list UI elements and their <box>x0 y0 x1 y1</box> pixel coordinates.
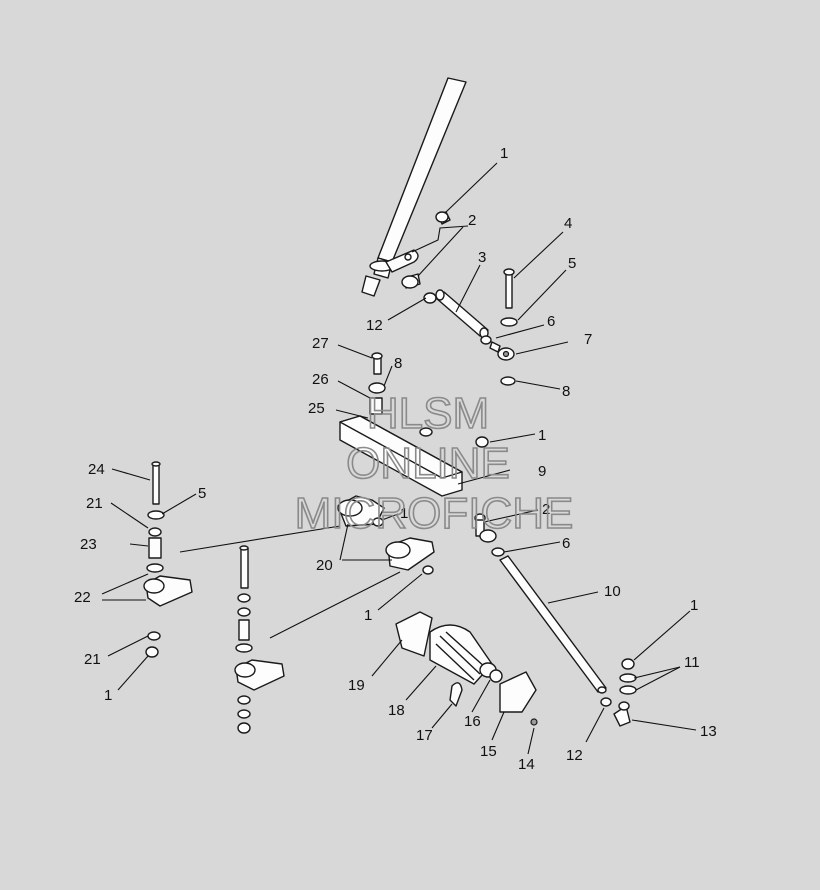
axle-bracket <box>339 352 489 497</box>
callout-1: 1 <box>500 145 508 162</box>
callout-5: 5 <box>198 485 206 502</box>
callout-11: 11 <box>684 654 700 671</box>
callout-7: 7 <box>584 331 592 348</box>
callout-5: 5 <box>568 255 576 272</box>
callout-12: 12 <box>366 317 383 334</box>
callout-26: 26 <box>312 371 329 388</box>
callout-23: 23 <box>80 536 97 553</box>
callout-1: 1 <box>400 505 408 522</box>
callout-27: 27 <box>312 335 329 352</box>
callout-21: 21 <box>84 651 101 668</box>
callout-19: 19 <box>348 677 365 694</box>
callout-1: 1 <box>104 687 112 704</box>
callout-18: 18 <box>388 702 405 719</box>
callout-24: 24 <box>88 461 105 478</box>
callout-20: 20 <box>316 557 333 574</box>
watermark-line-2: ONLINE <box>346 439 510 488</box>
boot-assembly <box>395 611 538 726</box>
callout-6: 6 <box>547 313 555 330</box>
callout-1: 1 <box>538 427 546 444</box>
callout-16: 16 <box>464 713 481 730</box>
tie-rod <box>474 513 637 727</box>
watermark: HLSM ONLINE MICROFICHE <box>294 388 574 539</box>
upper-linkage <box>401 211 518 386</box>
callouts: 1 2 3 4 5 12 6 7 27 8 26 8 25 1 9 24 5 2… <box>74 145 717 773</box>
callout-25: 25 <box>308 400 325 417</box>
watermark-line-3: MICROFICHE <box>295 489 574 538</box>
callout-21: 21 <box>86 495 103 512</box>
callout-14: 14 <box>518 756 535 773</box>
callout-9: 9 <box>538 463 546 480</box>
watermark-line-1: HLSM <box>367 389 489 438</box>
callout-8: 8 <box>562 383 570 400</box>
callout-10: 10 <box>604 583 621 600</box>
callout-2: 2 <box>542 501 550 518</box>
callout-1: 1 <box>364 607 372 624</box>
callout-6: 6 <box>562 535 570 552</box>
callout-8: 8 <box>394 355 402 372</box>
callout-15: 15 <box>480 743 497 760</box>
lower-spindle-assembly <box>234 545 285 734</box>
callout-12: 12 <box>566 747 583 764</box>
callout-22: 22 <box>74 589 91 606</box>
callout-1: 1 <box>690 597 698 614</box>
callout-2: 2 <box>468 212 476 229</box>
spindle-arms-center <box>337 495 435 575</box>
callout-4: 4 <box>564 215 572 232</box>
leader-lines <box>101 162 697 755</box>
steering-column <box>361 77 467 297</box>
callout-13: 13 <box>700 723 717 740</box>
callout-3: 3 <box>478 249 486 266</box>
left-spindle-assembly <box>143 461 193 658</box>
callout-17: 17 <box>416 727 433 744</box>
